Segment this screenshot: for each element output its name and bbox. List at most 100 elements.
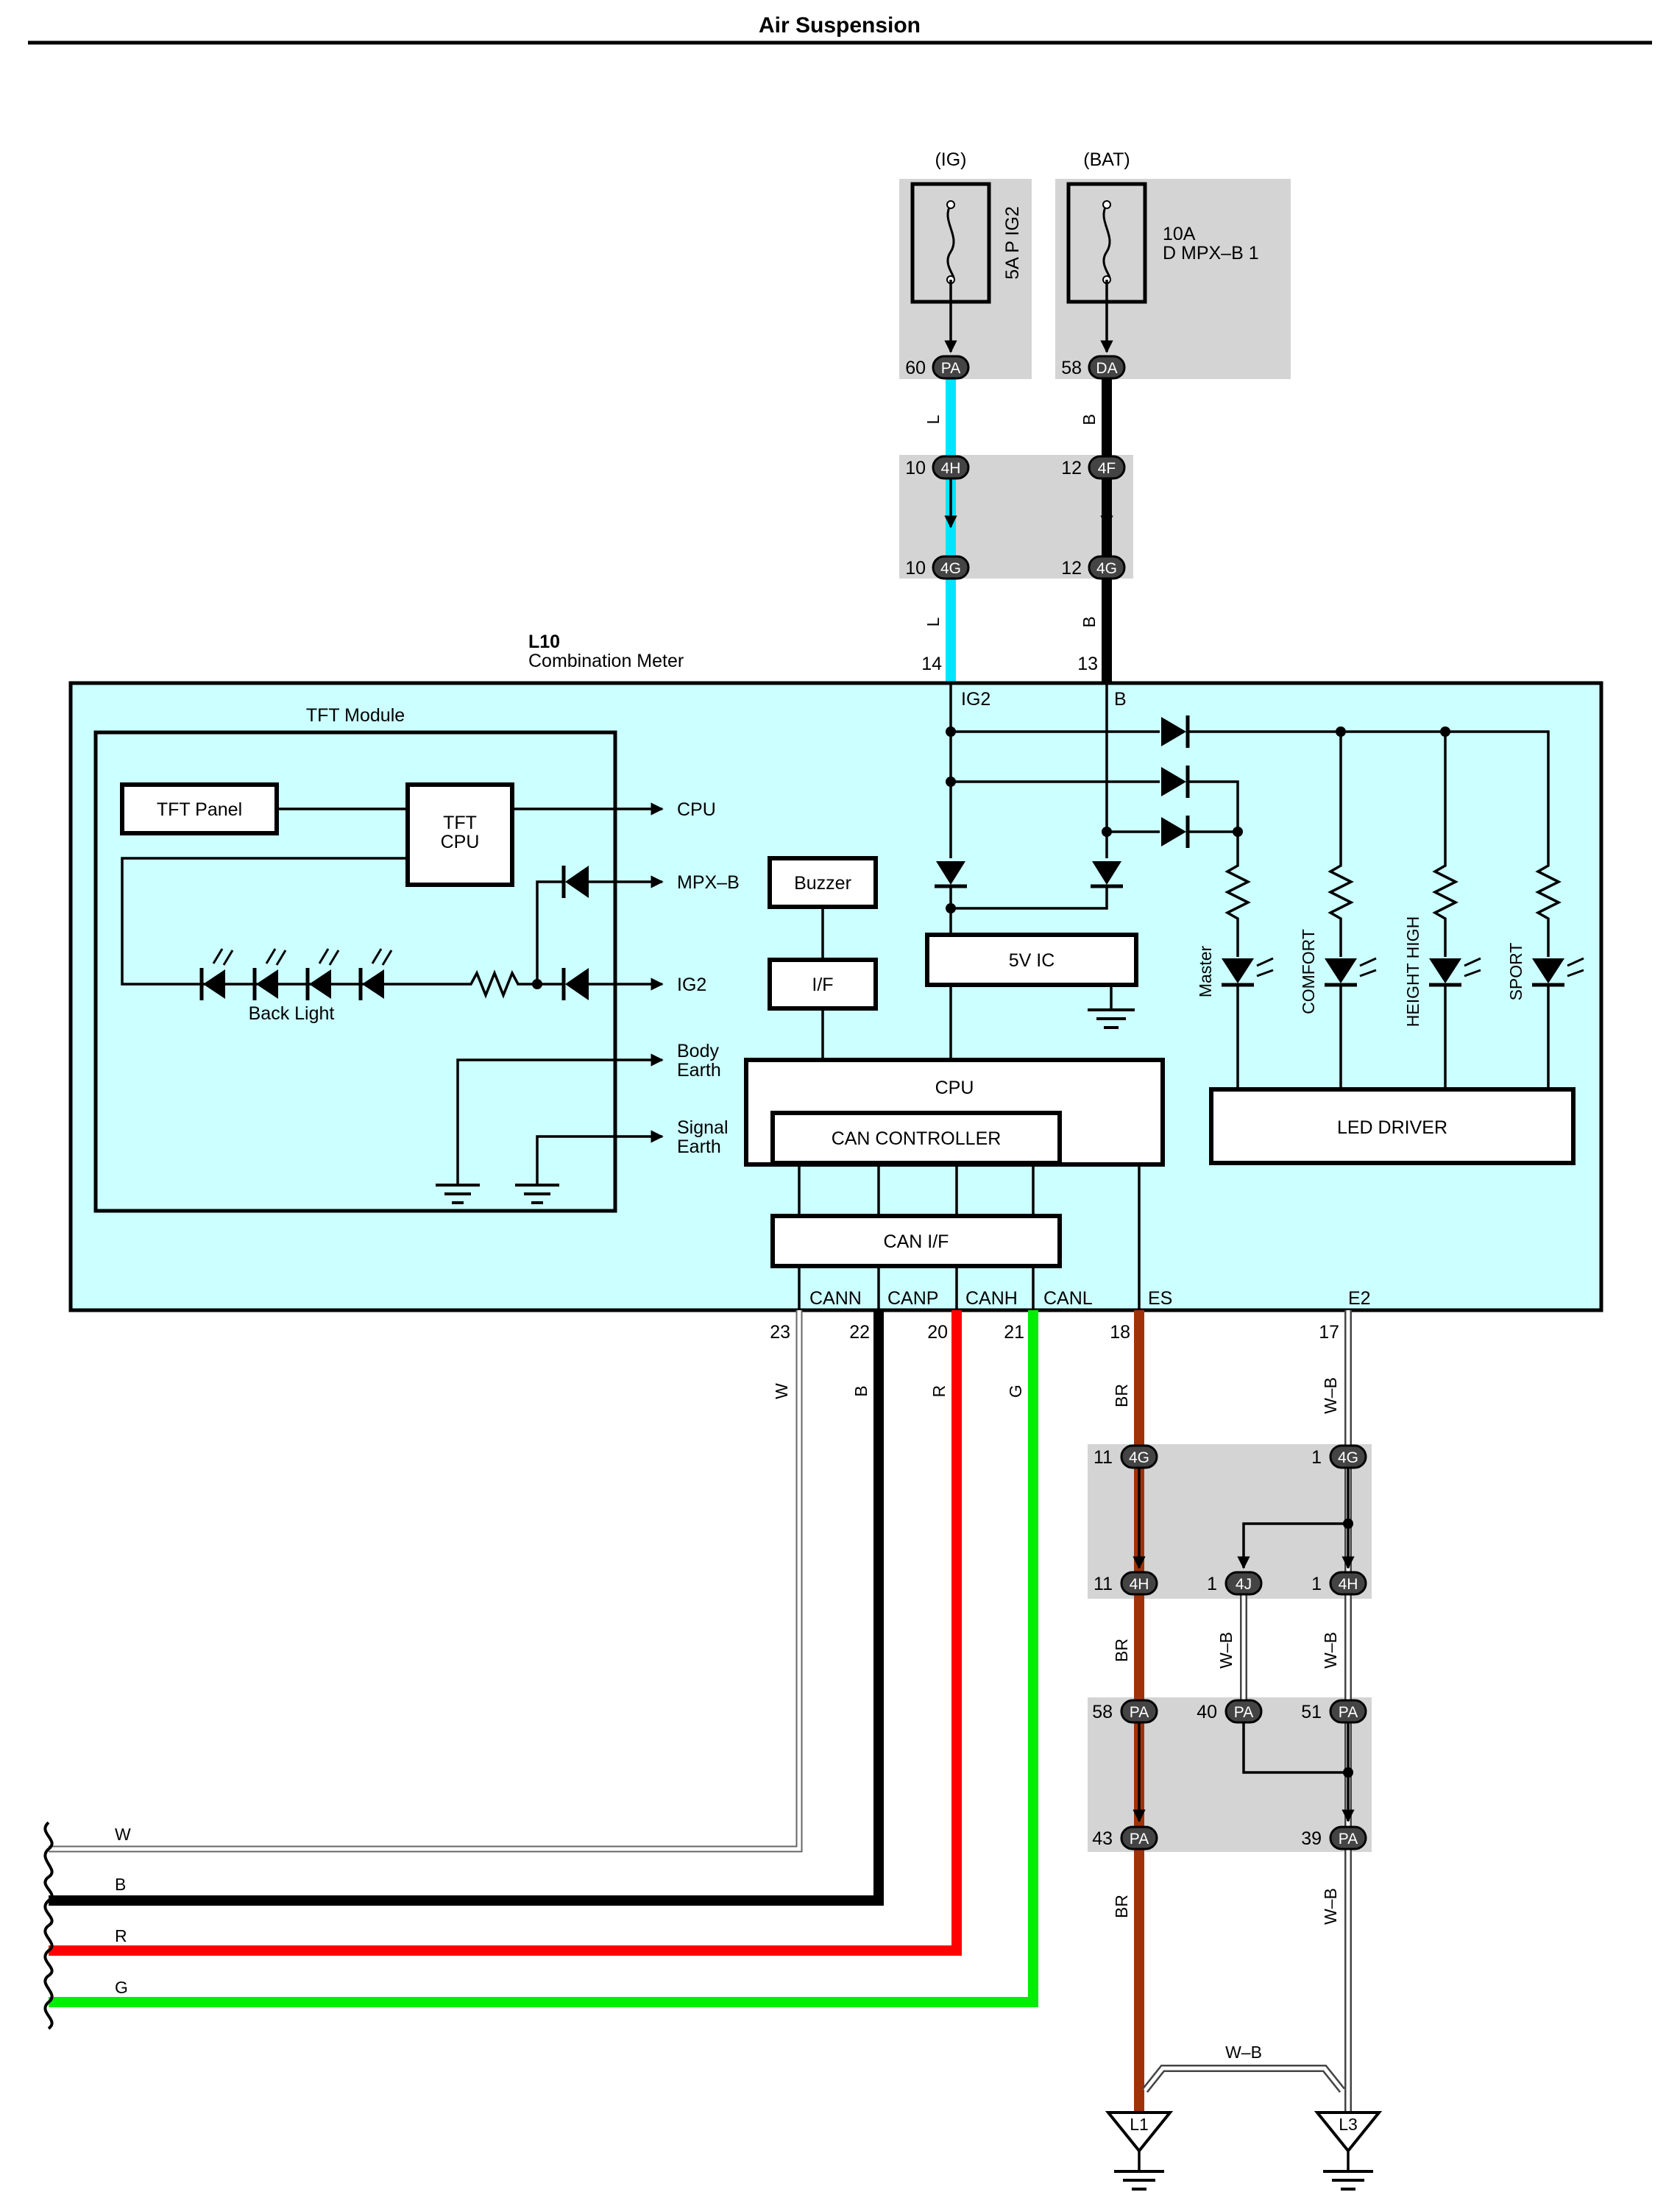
terminal-es: ES	[1148, 1288, 1172, 1309]
connector-pa-60: PA 60	[905, 355, 970, 380]
ground-l3: L3	[1314, 2111, 1383, 2191]
backlight-label: Back Light	[249, 1003, 335, 1024]
svg-text:10: 10	[905, 558, 926, 579]
led-chain-height-high	[1429, 858, 1481, 1089]
buzzer-block	[768, 856, 878, 909]
svg-text:4G: 4G	[940, 560, 961, 577]
wire-label-wb-link: W–B	[1225, 2043, 1262, 2062]
led-chain-sport	[1532, 858, 1584, 1089]
tft-module: TFT Module TFT Panel TFT CPU	[93, 705, 664, 1213]
svg-text:12: 12	[1061, 558, 1082, 579]
svg-text:TFT Panel: TFT Panel	[157, 799, 242, 820]
wire-label-l-1: L	[924, 414, 943, 424]
connector-4j-1: 4J 1	[1207, 1571, 1263, 1596]
wire-label-wb-4: W–B	[1321, 1888, 1340, 1925]
led-label-height-high: HEIGHT HIGH	[1403, 916, 1422, 1027]
meter-name: Combination Meter	[528, 651, 684, 671]
wire-label-b-2: B	[1080, 616, 1099, 627]
tft-out-body-earth-2: Earth	[677, 1060, 721, 1081]
wire-label-b-v: B	[851, 1385, 871, 1396]
terminal-b: B	[1114, 689, 1127, 710]
tft-cpu	[405, 782, 514, 887]
connector-pa-40: PA 40	[1197, 1699, 1263, 1724]
svg-text:LED DRIVER: LED DRIVER	[1337, 1117, 1447, 1138]
fuse-box-ig	[899, 179, 1032, 379]
pin-13: 13	[1077, 654, 1098, 674]
wire-label-br-2: BR	[1112, 1638, 1131, 1662]
wire-label-w-h: W	[115, 1825, 131, 1844]
tft-out-cpu: CPU	[677, 799, 716, 820]
svg-text:60: 60	[905, 358, 926, 378]
wire-label-b-1: B	[1080, 414, 1099, 425]
wire-label-br-3: BR	[1112, 1895, 1131, 1918]
can-controller	[770, 1111, 1062, 1165]
led-chain-master	[1222, 858, 1274, 1089]
wire-label-l-2: L	[924, 617, 943, 626]
connector-4h-11: 4H 11	[1094, 1571, 1158, 1596]
svg-text:TFT: TFT	[443, 813, 477, 833]
svg-text:4J: 4J	[1236, 1576, 1252, 1593]
power-section: (IG) (BAT) 5A P IG2 10A D MPX–B 1 L B L …	[899, 149, 1291, 683]
svg-text:I/F: I/F	[812, 975, 833, 995]
svg-text:PA: PA	[1339, 1831, 1358, 1848]
fuse-box-bat	[1055, 179, 1291, 379]
connector-4h-1: 4H 1	[1311, 1571, 1367, 1596]
svg-text:PA: PA	[1234, 1704, 1253, 1721]
connector-4f-12: 4F 12	[1061, 455, 1126, 480]
svg-text:Buzzer: Buzzer	[794, 873, 851, 894]
svg-text:40: 40	[1197, 1702, 1217, 1722]
svg-text:L1: L1	[1130, 2115, 1149, 2134]
connector-pa-43: PA 43	[1092, 1825, 1158, 1850]
svg-text:58: 58	[1061, 358, 1082, 378]
led-label-comfort: COMFORT	[1299, 929, 1318, 1014]
led-driver	[1209, 1087, 1576, 1165]
connector-pa-58: PA 58	[1092, 1699, 1158, 1724]
svg-text:11: 11	[1094, 1447, 1113, 1468]
ig-label: (IG)	[935, 149, 966, 170]
svg-text:10: 10	[905, 458, 926, 478]
can-if	[770, 1214, 1062, 1268]
pin-20: 20	[927, 1322, 948, 1343]
fuse-bat-name: D MPX–B 1	[1163, 243, 1259, 264]
wire-label-br-1: BR	[1112, 1384, 1131, 1407]
wire-label-wb-2: W–B	[1216, 1632, 1236, 1669]
svg-text:5V IC: 5V IC	[1009, 950, 1055, 971]
svg-text:4H: 4H	[1339, 1576, 1358, 1593]
ground-l1: L1	[1105, 2111, 1174, 2191]
terminal-ig2: IG2	[961, 689, 990, 710]
pin-17: 17	[1319, 1322, 1339, 1343]
svg-text:1: 1	[1311, 1574, 1322, 1594]
terminal-canp: CANP	[887, 1288, 938, 1309]
bat-label: (BAT)	[1083, 149, 1130, 170]
svg-text:4G: 4G	[1096, 560, 1117, 577]
svg-text:4G: 4G	[1338, 1449, 1358, 1466]
svg-text:4H: 4H	[1130, 1576, 1149, 1593]
wire-label-r-h: R	[115, 1926, 127, 1945]
wire-label-g-h: G	[115, 1978, 128, 1997]
pin-22: 22	[849, 1322, 870, 1343]
svg-text:PA: PA	[1130, 1704, 1149, 1721]
ic-5v-ground	[1088, 1008, 1135, 1029]
terminal-canl: CANL	[1043, 1288, 1093, 1309]
svg-text:CPU: CPU	[935, 1078, 974, 1098]
terminal-canh: CANH	[965, 1288, 1018, 1309]
diode-mpxb	[561, 866, 589, 898]
connector-4g-1: 4G 1	[1311, 1444, 1367, 1469]
connector-da-58: DA 58	[1061, 355, 1126, 380]
terminal-e2: E2	[1348, 1288, 1371, 1309]
fuse-bat-amp: 10A	[1163, 224, 1196, 244]
svg-text:12: 12	[1061, 458, 1082, 478]
tft-module-title: TFT Module	[306, 705, 405, 726]
wire-wb-crosslink	[1142, 2065, 1345, 2093]
svg-text:CPU: CPU	[441, 832, 480, 852]
wire-w	[49, 1310, 803, 1853]
wire-label-b-h: B	[115, 1875, 126, 1894]
led-chain-comfort	[1325, 858, 1377, 1089]
meter-id: L10	[528, 632, 560, 652]
tft-out-ig2: IG2	[677, 975, 706, 995]
connector-4g-10: 4G 10	[905, 555, 970, 580]
pin-18: 18	[1110, 1322, 1130, 1343]
svg-text:L3: L3	[1339, 2115, 1358, 2134]
connector-4h-10: 4H 10	[905, 455, 970, 480]
